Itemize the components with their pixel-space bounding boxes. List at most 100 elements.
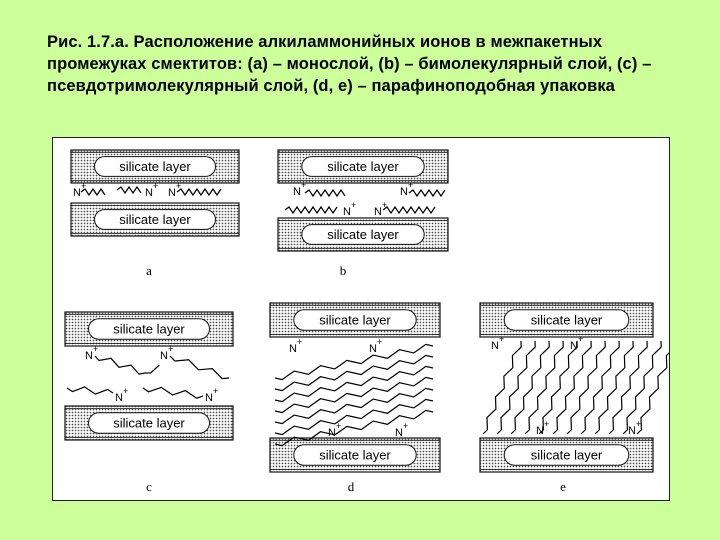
- silicate-layer-label: silicate layer: [319, 448, 391, 463]
- charge-symbol: +: [382, 200, 387, 210]
- nitrogen-symbol: N: [85, 350, 93, 362]
- nitrogen-symbol: N: [115, 392, 123, 404]
- charge-symbol: +: [403, 421, 408, 431]
- silicate-layer-a-bottom: silicate layer: [70, 202, 240, 237]
- alkyl-chain: [524, 340, 564, 435]
- alkyl-chain: [142, 386, 204, 399]
- silicate-layer-e-bottom: silicate layer: [479, 437, 654, 473]
- ammonium-nitrogen: N+: [73, 181, 86, 199]
- nitrogen-symbol: N: [328, 427, 336, 439]
- silicate-layer-label: silicate layer: [327, 159, 399, 174]
- nitrogen-symbol: N: [145, 187, 153, 199]
- alkyl-chain: [580, 340, 620, 435]
- alkyl-chain: [66, 386, 114, 395]
- panel-label-d: d: [348, 479, 355, 494]
- ammonium-nitrogen: N+: [369, 337, 382, 355]
- silicate-layer-label: silicate layer: [531, 313, 603, 328]
- alkyl-chain: [594, 340, 634, 435]
- ammonium-nitrogen: N+: [628, 419, 641, 437]
- ammonium-nitrogen: N+: [85, 344, 98, 362]
- ammonium-nitrogen: N+: [374, 200, 387, 218]
- panel-label-b: b: [340, 263, 347, 278]
- alkyl-chain: [408, 188, 446, 198]
- silicate-layer-label: silicate layer: [113, 322, 185, 337]
- alkyl-chain: [274, 354, 434, 392]
- alkyl-chain: [274, 376, 434, 414]
- ammonium-nitrogen: N+: [395, 421, 408, 439]
- silicate-layer-d-top: silicate layer: [269, 302, 441, 338]
- nitrogen-symbol: N: [628, 425, 636, 437]
- ammonium-nitrogen: N+: [293, 180, 306, 198]
- ammonium-nitrogen: N+: [343, 200, 356, 218]
- alkyl-chain: [274, 409, 434, 447]
- alkyl-chain: [622, 340, 662, 435]
- charge-symbol: +: [176, 181, 181, 191]
- ammonium-nitrogen: N+: [160, 344, 173, 362]
- charge-symbol: +: [499, 334, 504, 344]
- alkyl-chain: [274, 398, 434, 436]
- alkyl-chain: [482, 340, 522, 435]
- alkyl-chain: [538, 340, 578, 435]
- figure-frame: silicate layer silicate layer silicate lay…: [52, 137, 670, 501]
- charge-symbol: +: [297, 337, 302, 347]
- charge-symbol: +: [636, 419, 641, 429]
- alkyl-chain: [382, 205, 436, 215]
- charge-symbol: +: [153, 181, 158, 191]
- nitrogen-symbol: N: [73, 187, 81, 199]
- ammonium-nitrogen: N+: [289, 337, 302, 355]
- alkyl-chain: [144, 364, 160, 374]
- alkyl-chain: [274, 387, 434, 425]
- alkyl-chain: [566, 340, 606, 435]
- charge-symbol: +: [213, 386, 218, 396]
- charge-symbol: +: [544, 419, 549, 429]
- alkyl-chain: [304, 188, 346, 198]
- charge-symbol: +: [301, 180, 306, 190]
- silicate-layer-a-top: silicate layer: [70, 149, 240, 184]
- silicate-layer-c-top: silicate layer: [64, 311, 234, 347]
- charge-symbol: +: [81, 181, 86, 191]
- silicate-layer-b-bottom: silicate layer: [277, 217, 449, 252]
- ammonium-nitrogen: N+: [491, 334, 504, 352]
- nitrogen-symbol: N: [289, 343, 297, 355]
- silicate-layer-d-bottom: silicate layer: [269, 437, 441, 473]
- nitrogen-symbol: N: [160, 350, 168, 362]
- smectite-diagram: silicate layer silicate layer silicate lay…: [64, 149, 669, 494]
- silicate-layer-b-top: silicate layer: [277, 149, 449, 184]
- alkyl-chain: [274, 343, 434, 381]
- nitrogen-symbol: N: [369, 343, 377, 355]
- alkyl-chain: [284, 205, 338, 215]
- charge-symbol: +: [408, 180, 413, 190]
- alkyl-chain: [274, 365, 434, 403]
- figure-caption: Рис. 1.7.а. Расположение алкиламмонийных…: [47, 33, 652, 95]
- silicate-layer-label: silicate layer: [319, 313, 391, 328]
- ammonium-nitrogen: N+: [145, 181, 158, 199]
- ammonium-nitrogen: N+: [570, 334, 583, 352]
- charge-symbol: +: [377, 337, 382, 347]
- panel-label-e: e: [560, 479, 566, 494]
- ammonium-nitrogen: N+: [400, 180, 413, 198]
- charge-symbol: +: [578, 334, 583, 344]
- nitrogen-symbol: N: [374, 206, 382, 218]
- panel-label-c: c: [146, 479, 152, 494]
- alkyl-chain: [176, 187, 222, 197]
- charge-symbol: +: [93, 344, 98, 354]
- alkyl-chain: [496, 340, 536, 435]
- nitrogen-symbol: N: [536, 425, 544, 437]
- alkyl-chain: [94, 355, 146, 375]
- ammonium-nitrogen: N+: [205, 386, 218, 404]
- silicate-layer-label: silicate layer: [119, 212, 191, 227]
- charge-symbol: +: [351, 200, 356, 210]
- silicate-layer-c-bottom: silicate layer: [64, 405, 234, 441]
- nitrogen-symbol: N: [400, 186, 408, 198]
- silicate-layer-e-top: silicate layer: [479, 302, 654, 338]
- nitrogen-symbol: N: [168, 187, 176, 199]
- ammonium-nitrogen: N+: [536, 419, 549, 437]
- nitrogen-symbol: N: [570, 340, 578, 352]
- ammonium-nitrogen: N+: [328, 421, 341, 439]
- alkyl-chain: [169, 355, 230, 380]
- alkyl-chain: [80, 187, 106, 197]
- alkyl-chain: [636, 352, 669, 435]
- nitrogen-symbol: N: [343, 206, 351, 218]
- charge-symbol: +: [123, 386, 128, 396]
- nitrogen-symbol: N: [293, 186, 301, 198]
